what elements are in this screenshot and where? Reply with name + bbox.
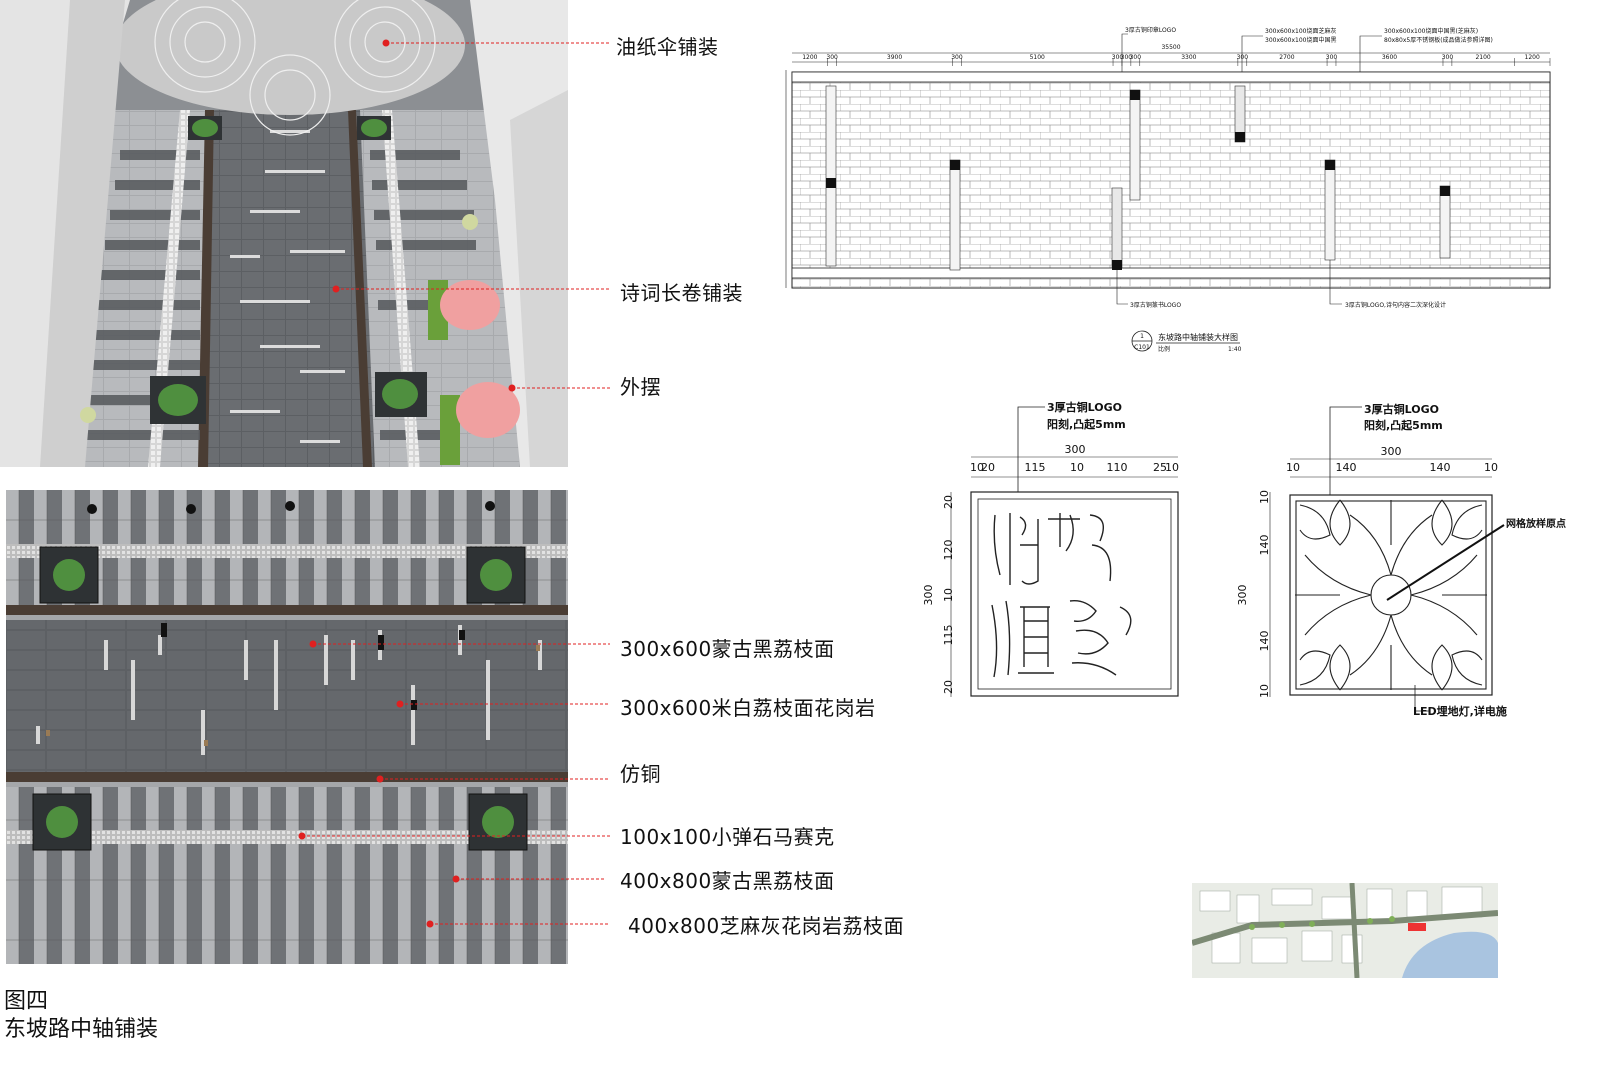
top-dim-10: 300 — [1237, 54, 1249, 61]
plan-rendering-art — [6, 490, 568, 964]
logo-left-label-2: 阳刻,凸起5mm — [1047, 417, 1126, 431]
logo-left-dim-3: 115 — [1025, 461, 1046, 474]
callout-material-5: 400x800蒙古黑荔枝面 — [620, 869, 835, 893]
logo-right-side: 300 — [1236, 585, 1249, 606]
logo-left-dim-1: 10 — [970, 461, 984, 474]
callout-outdoor-seating: 外摆 — [620, 375, 661, 399]
logo-detail-left: 3厚古铜LOGO 阳刻,凸起5mm 300 10 20 115 10 110 2… — [922, 400, 1179, 697]
logo-right-side-dim-1: 10 — [1258, 490, 1271, 504]
top-dim-15: 2100 — [1475, 54, 1490, 61]
note-bottom-2: 3厚古铜LOGO,诗句内容二次深化设计 — [1345, 301, 1446, 309]
logo-left-side: 300 — [922, 585, 935, 606]
logo-left-side-dim-5: 115 — [942, 625, 955, 646]
seal-glyph-art — [991, 513, 1132, 678]
top-dim-3: 3900 — [887, 54, 902, 61]
logo-right-dim-3: 140 — [1430, 461, 1451, 474]
logo-left-dim-2: 20 — [981, 461, 995, 474]
detail-sheet: C101 — [1134, 344, 1150, 351]
logo-left-side-dims: 20 120 10 115 20 — [942, 495, 955, 694]
figure-title: 东坡路中轴铺装 — [4, 1017, 159, 1042]
logo-left-dim-4: 10 — [1070, 461, 1084, 474]
logo-left-dim-6: 25 — [1153, 461, 1167, 474]
paving-detail-drawing: 3厚古铜印章LOGO 300x600x100烧面芝麻灰 300x600x100烧… — [780, 26, 1551, 353]
logo-left-side-dim-1: 20 — [942, 495, 955, 509]
plan-leader-lines — [298, 640, 610, 928]
top-dim-5: 5100 — [1030, 54, 1045, 61]
logo-right-dim-1: 10 — [1286, 461, 1300, 474]
callout-material-1: 300x600蒙古黑荔枝面 — [620, 637, 835, 661]
top-dim-11: 2700 — [1279, 54, 1294, 61]
note-top-5: 80x80x5厚不锈钢板(成品做法参照详图) — [1384, 36, 1493, 44]
logo-left-side-dim-3: 120 — [942, 540, 955, 561]
side-dimension: 7050 — [780, 155, 782, 170]
lattice-origin-note: 网格放样原点 — [1506, 517, 1566, 530]
top-dim-6: 300 — [1112, 54, 1124, 61]
logo-right-dim-2: 140 — [1336, 461, 1357, 474]
top-dim-16: 1200 — [1525, 54, 1540, 61]
top-dim-8: 300 — [1130, 54, 1142, 61]
logo-right-dim-4: 10 — [1484, 461, 1498, 474]
top-dim-7: 300 — [1121, 54, 1133, 61]
callout-poem-paving: 诗词长卷铺装 — [620, 281, 743, 305]
logo-left-dim-7: 10 — [1165, 461, 1179, 474]
logo-left-side-dim-7: 20 — [942, 680, 955, 694]
note-bottom-1: 3厚古铜篆书LOGO — [1130, 301, 1181, 309]
note-top-4: 300x600x100烧面中国黑(芝麻灰) — [1384, 27, 1478, 35]
aerial-rendering-art — [0, 0, 568, 467]
detail-scale: 1:40 — [1228, 346, 1242, 353]
detail-title: 东坡路中轴铺装大样图 — [1158, 332, 1238, 342]
note-top-3: 300x600x100烧面中国黑 — [1265, 36, 1336, 44]
detail-scale-label: 比例 — [1158, 345, 1170, 353]
key-map-art — [1192, 883, 1498, 978]
logo-right-label-1: 3厚古铜LOGO — [1364, 402, 1439, 416]
aerial-rendering — [0, 0, 568, 467]
logo-left-total: 300 — [1065, 443, 1086, 456]
callout-material-2: 300x600米白荔枝面花岗岩 — [620, 696, 876, 720]
logo-left-side-dim-4: 10 — [942, 588, 955, 602]
logo-left-dim-5: 110 — [1107, 461, 1128, 474]
plan-rendering — [6, 490, 568, 964]
logo-right-label-2: 阳刻,凸起5mm — [1364, 418, 1443, 432]
logo-right-side-dim-3: 140 — [1258, 631, 1271, 652]
top-dim-4: 300 — [951, 54, 963, 61]
lattice-pattern-art — [1295, 499, 1487, 691]
callout-material-4: 100x100小弹石马赛克 — [620, 825, 835, 849]
top-dim-1: 1200 — [802, 54, 817, 61]
callout-umbrella-paving: 油纸伞铺装 — [616, 35, 719, 59]
callout-material-6: 400x800芝麻灰花岗岩荔枝面 — [628, 914, 905, 938]
note-top-2: 300x600x100烧面芝麻灰 — [1265, 27, 1336, 35]
top-dim-13: 3600 — [1382, 54, 1397, 61]
top-dim-9: 3300 — [1181, 54, 1196, 61]
logo-right-side-dim-2: 140 — [1258, 535, 1271, 556]
logo-right-side-dim-4: 10 — [1258, 684, 1271, 698]
led-note: LED埋地灯,详电施 — [1413, 704, 1507, 718]
key-map — [1192, 883, 1498, 978]
top-dim-12: 300 — [1326, 54, 1338, 61]
figure-number: 图四 — [4, 989, 49, 1014]
aerial-leader-lines — [332, 39, 610, 392]
top-dim-2: 300 — [826, 54, 838, 61]
top-dim-14: 300 — [1442, 54, 1454, 61]
logo-right-total: 300 — [1381, 445, 1402, 458]
logo-detail-right: 3厚古铜LOGO 阳刻,凸起5mm 300 10 140 140 10 300 … — [1236, 402, 1566, 718]
callout-material-3: 仿铜 — [620, 762, 661, 786]
detail-number: 1 — [1140, 333, 1144, 340]
overall-dimension: 35500 — [1161, 44, 1180, 51]
logo-left-label-1: 3厚古铜LOGO — [1047, 400, 1122, 414]
note-top-1: 3厚古铜印章LOGO — [1125, 26, 1176, 34]
